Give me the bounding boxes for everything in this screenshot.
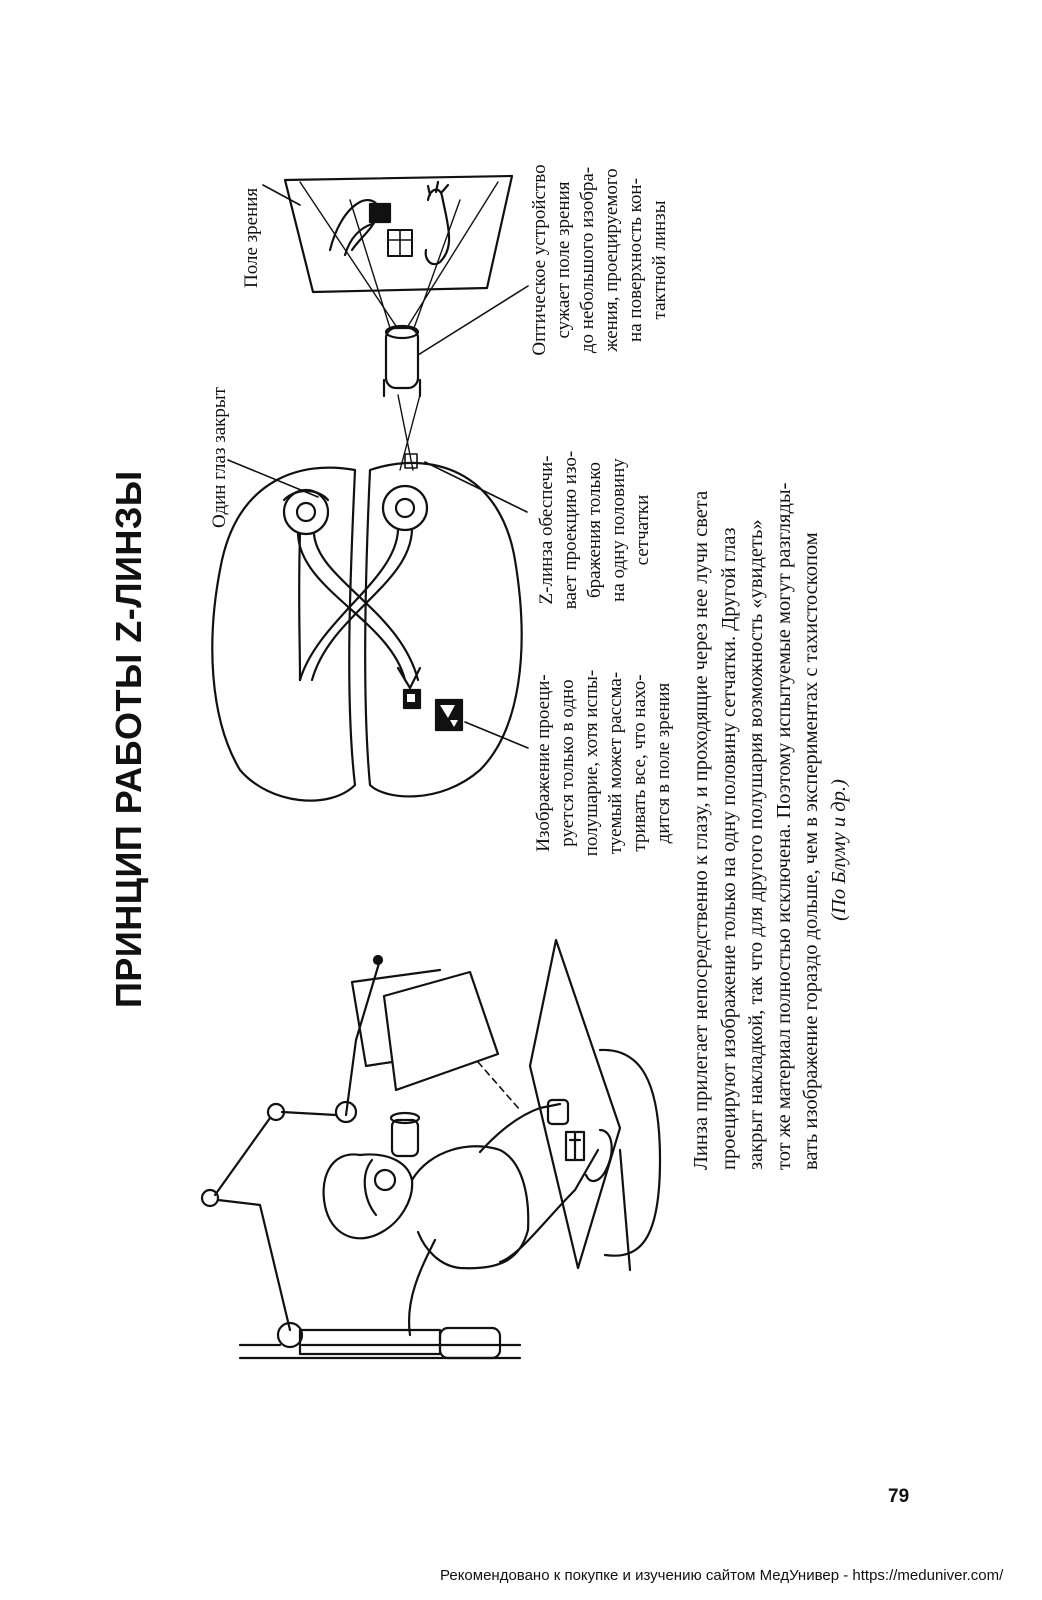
page-title: ПРИНЦИП РАБОТЫ Z-ЛИНЗЫ <box>108 470 150 1008</box>
body-paragraph: Линза прилегает непосредственно к глазу,… <box>688 360 853 1170</box>
body-line: тот же материал полностью исключена. Поэ… <box>771 360 799 1170</box>
field-of-view-panel <box>263 176 512 292</box>
label-field-of-view: Поле зрения <box>240 188 264 288</box>
source-citation: (По Блуму и др.) <box>826 530 854 1170</box>
body-line: Линза прилегает непосредственно к глазу,… <box>688 360 716 1170</box>
body-line: закрыт накладкой, так что для другого по… <box>743 360 771 1170</box>
right-eye <box>383 486 427 530</box>
left-eye <box>284 490 328 534</box>
subject-apparatus <box>202 940 660 1358</box>
page-number: 79 <box>888 1486 909 1508</box>
label-one-eye-closed: Один глаз закрыт <box>208 387 232 528</box>
label-optical-device: Оптическое устройство сужает поле зрения… <box>528 142 672 378</box>
label-image-projected: Изображение проеци- руется только в одно… <box>532 648 676 878</box>
body-line: вать изображение гораздо дольше, чем в э… <box>798 360 826 1170</box>
label-z-lens: Z-линза обеспечи- вает проекцию изо- бра… <box>535 424 655 636</box>
body-line: проецируют изображение только на одну по… <box>716 360 744 1170</box>
brain-diagram <box>212 395 528 801</box>
footer-note: Рекомендовано к покупке и изучению сайто… <box>440 1567 1003 1584</box>
